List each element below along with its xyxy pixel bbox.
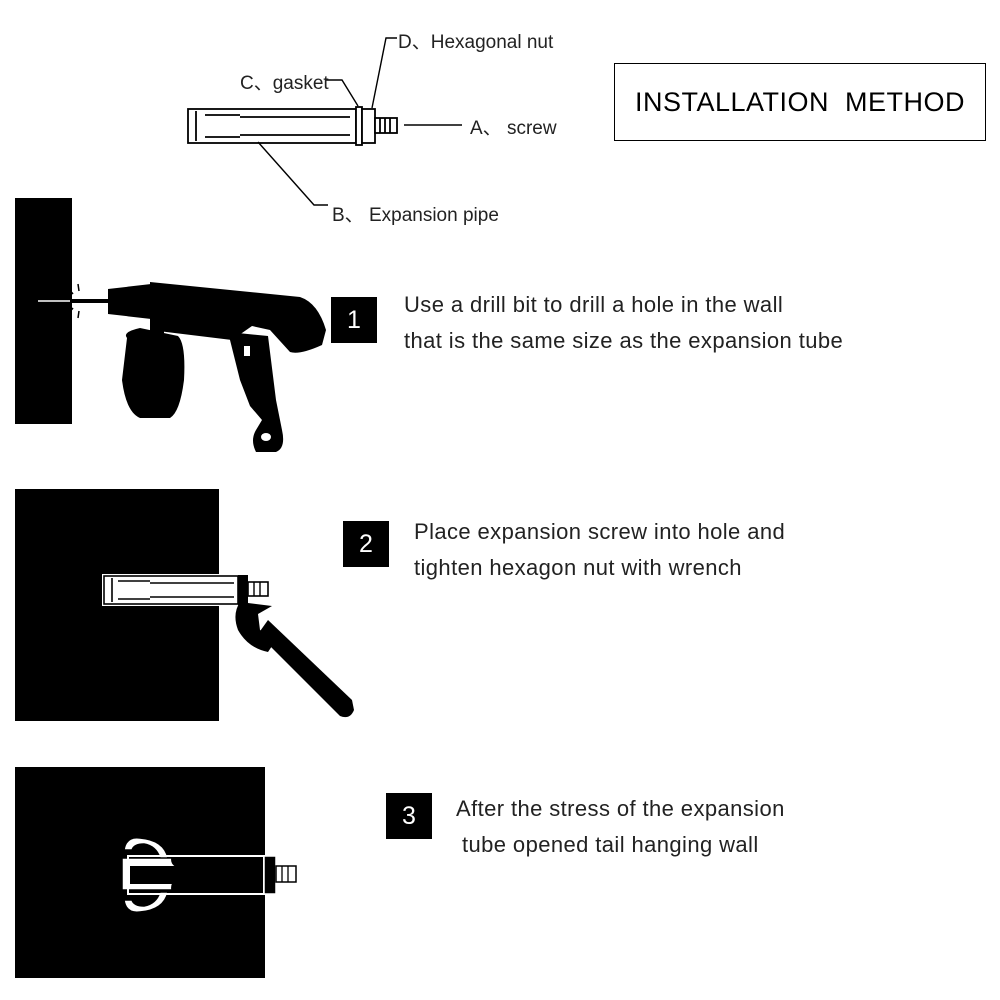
label-hexagonal-nut: D、Hexagonal nut	[398, 32, 554, 53]
anchor-bolt-diagram	[187, 37, 462, 206]
bolt-hole	[102, 574, 242, 606]
step-2-badge: 2	[343, 521, 389, 567]
drill-body	[150, 282, 326, 353]
leader-b	[257, 141, 328, 206]
title-box: INSTALLATION METHOD	[614, 63, 986, 141]
label-gasket: C、gasket	[240, 73, 329, 94]
label-expansion-pipe: B、 Expansion pipe	[332, 205, 499, 226]
drill-side-handle	[122, 328, 185, 418]
bolt-screw	[247, 581, 269, 597]
hexagonal-nut-shape	[361, 108, 376, 144]
step-3-line-1: After the stress of the expansion	[456, 796, 785, 821]
bolt-nut	[238, 575, 248, 605]
leader-d	[371, 37, 397, 109]
step-2-line-1: Place expansion screw into hole and	[414, 519, 786, 544]
leader-c	[325, 79, 359, 107]
anchor-nut	[263, 855, 277, 895]
page-title: INSTALLATION METHOD	[634, 86, 966, 117]
step-2-illustration	[15, 489, 354, 721]
step-1-illustration	[15, 198, 326, 452]
step-1-badge: 1	[331, 297, 377, 343]
wall-1	[15, 198, 72, 424]
step-3-illustration	[15, 767, 297, 978]
step-1-line-2: that is the same size as the expansion t…	[404, 328, 844, 353]
step-1-line-1: Use a drill bit to drill a hole in the w…	[404, 292, 784, 317]
wrench	[235, 602, 354, 718]
screw-shape	[374, 117, 398, 134]
drill-grip	[228, 332, 284, 452]
step-2-line-2: tighten hexagon nut with wrench	[414, 555, 742, 580]
anchor-screw	[275, 865, 297, 883]
drill-chuck	[108, 283, 160, 320]
step-3-line-2: tube opened tail hanging wall	[462, 832, 759, 857]
step-3-badge: 3	[386, 793, 432, 839]
label-screw: A、 screw	[470, 118, 557, 139]
